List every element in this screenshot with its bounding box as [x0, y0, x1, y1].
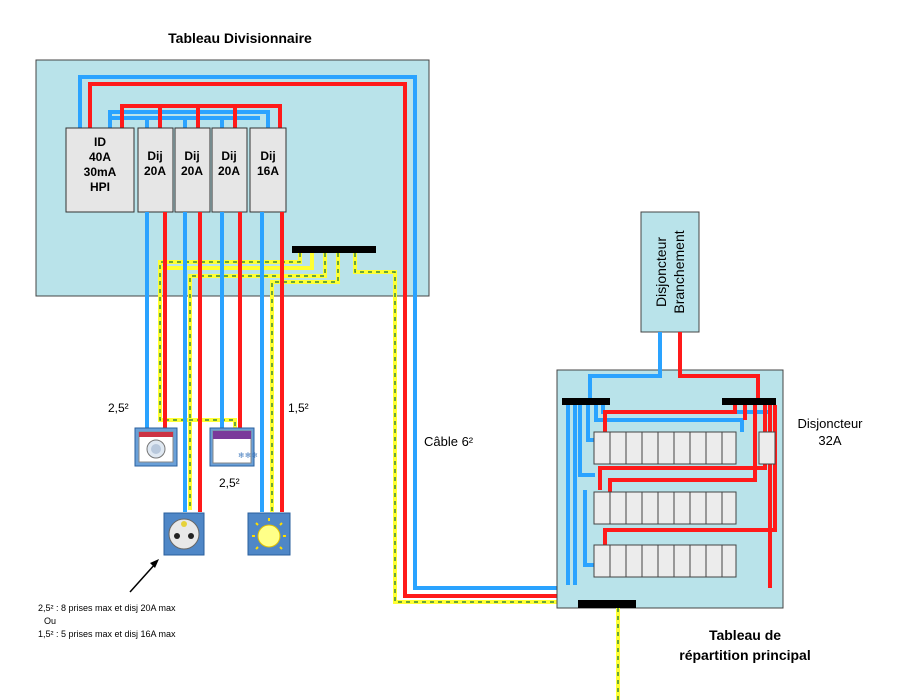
section-label-mid: 2,5² — [219, 476, 240, 490]
section-label-right: 1,5² — [288, 401, 309, 415]
circuit-breaker-4: Dij 16A — [249, 127, 287, 213]
cable-label: Câble 6² — [424, 434, 474, 449]
washing-machine-icon — [134, 427, 178, 467]
branch-breaker-line-1: Disjoncteur — [653, 237, 669, 307]
breaker-32a — [758, 431, 776, 465]
section-label-left: 2,5² — [108, 401, 129, 415]
svg-text:❄❄❄: ❄❄❄ — [238, 451, 258, 460]
diff-breaker-line-2: 40A — [89, 150, 111, 164]
sub-panel-earth-busbar — [292, 246, 376, 253]
note-line-2: Ou — [44, 616, 56, 626]
breaker-2-line-1: Dij — [184, 149, 199, 163]
main-panel-title-line-1: Tableau de — [709, 627, 781, 643]
main-panel-wires — [566, 332, 777, 588]
breaker-row-2 — [593, 491, 737, 525]
circuit-wires — [145, 212, 284, 512]
breaker-2-line-2: 20A — [181, 164, 203, 178]
branch-breaker-line-2: Branchement — [671, 230, 687, 313]
earth-wires-sub-panel — [158, 253, 578, 604]
circuit-breaker-1: Dij 20A — [137, 127, 174, 213]
breaker-32a-line-1: Disjoncteur — [797, 416, 863, 431]
diff-breaker-line-4: HPI — [90, 180, 110, 194]
note-arrow — [129, 559, 159, 593]
breaker-row-1 — [593, 431, 737, 465]
breaker-3-line-1: Dij — [221, 149, 236, 163]
diff-breaker-line-3: 30mA — [84, 165, 117, 179]
sub-panel-feeder-wires — [78, 75, 575, 598]
breaker-1-line-2: 20A — [144, 164, 166, 178]
light-bulb-icon — [247, 512, 291, 556]
main-panel-neutral-busbar — [562, 398, 610, 405]
note-line-3: 1,5² : 5 prises max et disj 16A max — [38, 629, 176, 639]
differential-breaker: ID 40A 30mA HPI — [65, 127, 135, 213]
main-panel-earth-busbar — [578, 600, 636, 608]
circuit-breaker-3: Dij 20A — [211, 127, 248, 213]
diff-breaker-line-1: ID — [94, 135, 106, 149]
main-panel-phase-busbar — [722, 398, 776, 405]
main-panel-title-line-2: répartition principal — [679, 647, 810, 663]
power-socket-icon — [163, 512, 205, 556]
breaker-32a-line-2: 32A — [818, 433, 841, 448]
breaker-3-line-2: 20A — [218, 164, 240, 178]
breaker-1-line-1: Dij — [147, 149, 162, 163]
breaker-row-3 — [593, 544, 737, 578]
breaker-4-line-2: 16A — [257, 164, 279, 178]
sub-panel-title: Tableau Divisionnaire — [168, 30, 312, 46]
note-line-1: 2,5² : 8 prises max et disj 20A max — [38, 603, 176, 613]
circuit-breaker-2: Dij 20A — [174, 127, 211, 213]
oven-icon: ❄❄❄ — [209, 427, 258, 467]
breaker-4-line-1: Dij — [260, 149, 275, 163]
branch-breaker: Disjoncteur Branchement — [640, 211, 700, 333]
